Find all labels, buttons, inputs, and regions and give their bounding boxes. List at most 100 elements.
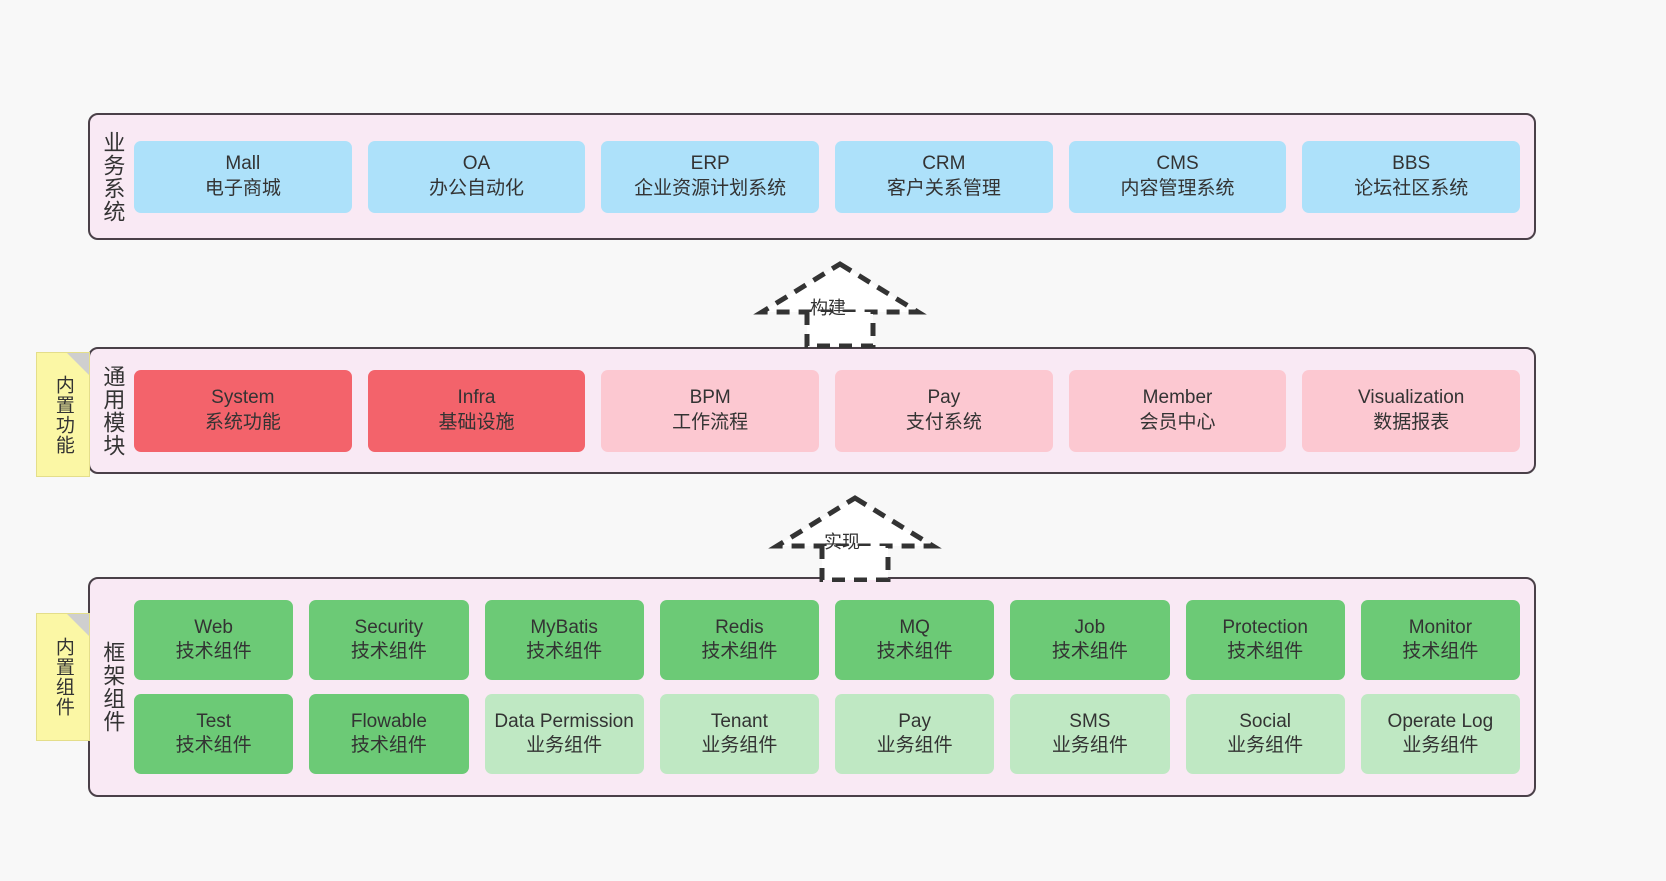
card-title: BPM bbox=[689, 387, 731, 409]
card-subtitle: 会员中心 bbox=[1139, 411, 1216, 433]
card-pay-component[interactable]: Pay 业务组件 bbox=[835, 694, 995, 774]
card-subtitle: 工作流程 bbox=[672, 411, 749, 433]
card-oa[interactable]: OA 办公自动化 bbox=[367, 140, 586, 213]
sticky-note-builtin-functions: 内置功能 bbox=[36, 352, 90, 477]
card-pay-module[interactable]: Pay 支付系统 bbox=[835, 369, 1053, 452]
card-subtitle: 技术组件 bbox=[876, 641, 953, 662]
page-fold-icon bbox=[67, 353, 89, 375]
layer-common-modules: 通用模块 System 系统功能 Infra 基础设施 BPM 工作流程 Pay… bbox=[88, 347, 1536, 474]
card-data-permission[interactable]: Data Permission 业务组件 bbox=[484, 694, 644, 774]
card-job[interactable]: Job 技术组件 bbox=[1010, 600, 1170, 680]
card-subtitle: 技术组件 bbox=[350, 735, 427, 756]
page-fold-icon bbox=[67, 614, 89, 636]
sticky-note-text: 内置组件 bbox=[52, 637, 74, 717]
card-subtitle: 业务组件 bbox=[1402, 735, 1479, 756]
card-bpm[interactable]: BPM 工作流程 bbox=[601, 369, 820, 452]
card-flowable[interactable]: Flowable 技术组件 bbox=[309, 694, 469, 774]
layer-body-business: Mall 电子商城 OA 办公自动化 ERP 企业资源计划系统 CRM 客户关系… bbox=[134, 115, 1534, 238]
card-title: OA bbox=[462, 153, 491, 175]
card-subtitle: 支付系统 bbox=[905, 411, 982, 433]
card-title: Protection bbox=[1222, 616, 1308, 638]
card-title: BBS bbox=[1392, 153, 1431, 175]
card-security[interactable]: Security 技术组件 bbox=[309, 600, 469, 680]
card-title: System bbox=[211, 387, 275, 409]
card-mall[interactable]: Mall 电子商城 bbox=[134, 140, 352, 213]
card-subtitle: 内容管理系统 bbox=[1120, 177, 1235, 199]
card-row: System 系统功能 Infra 基础设施 BPM 工作流程 Pay 支付系统… bbox=[134, 369, 1521, 452]
layer-body-framework: Web 技术组件 Security 技术组件 MyBatis 技术组件 Redi… bbox=[134, 579, 1534, 795]
card-redis[interactable]: Redis 技术组件 bbox=[659, 600, 819, 680]
card-test[interactable]: Test 技术组件 bbox=[134, 694, 294, 774]
card-infra[interactable]: Infra 基础设施 bbox=[367, 369, 586, 452]
card-erp[interactable]: ERP 企业资源计划系统 bbox=[601, 140, 820, 213]
card-title: Pay bbox=[898, 710, 931, 732]
connector-label-implement: 实现 bbox=[824, 532, 860, 552]
connector-implement-arrow bbox=[768, 495, 942, 582]
card-title: Job bbox=[1074, 616, 1106, 638]
card-subtitle: 业务组件 bbox=[876, 735, 953, 756]
card-subtitle: 基础设施 bbox=[438, 411, 515, 433]
card-subtitle: 办公自动化 bbox=[429, 177, 525, 199]
card-tenant[interactable]: Tenant 业务组件 bbox=[659, 694, 819, 774]
card-protection[interactable]: Protection 技术组件 bbox=[1185, 600, 1345, 680]
card-subtitle: 电子商城 bbox=[204, 177, 281, 199]
card-sms[interactable]: SMS 业务组件 bbox=[1010, 694, 1170, 774]
card-member[interactable]: Member 会员中心 bbox=[1068, 369, 1287, 452]
card-title: Infra bbox=[457, 387, 496, 409]
card-subtitle: 企业资源计划系统 bbox=[634, 177, 787, 199]
card-title: Operate Log bbox=[1387, 710, 1494, 732]
connector-build-arrow bbox=[753, 261, 927, 348]
card-bbs[interactable]: BBS 论坛社区系统 bbox=[1302, 140, 1521, 213]
arrowhead-triangle bbox=[753, 261, 927, 315]
card-subtitle: 技术组件 bbox=[1227, 641, 1304, 662]
layer-body-common: System 系统功能 Infra 基础设施 BPM 工作流程 Pay 支付系统… bbox=[134, 349, 1534, 472]
card-title: CMS bbox=[1156, 153, 1199, 175]
card-title: CRM bbox=[922, 153, 966, 175]
card-social[interactable]: Social 业务组件 bbox=[1185, 694, 1345, 774]
card-subtitle: 技术组件 bbox=[1051, 641, 1128, 662]
card-title: Mall bbox=[225, 153, 261, 175]
arrow-stem bbox=[804, 312, 876, 348]
card-title: Social bbox=[1239, 710, 1291, 732]
card-subtitle: 技术组件 bbox=[350, 641, 427, 662]
card-title: Member bbox=[1142, 387, 1213, 409]
card-subtitle: 客户关系管理 bbox=[886, 177, 1001, 199]
card-visualization[interactable]: Visualization 数据报表 bbox=[1302, 369, 1521, 452]
card-operate-log[interactable]: Operate Log 业务组件 bbox=[1360, 694, 1520, 774]
card-subtitle: 业务组件 bbox=[1227, 735, 1304, 756]
layer-label-common: 通用模块 bbox=[100, 364, 126, 457]
card-subtitle: 技术组件 bbox=[175, 641, 252, 662]
card-crm[interactable]: CRM 客户关系管理 bbox=[835, 140, 1053, 213]
card-system[interactable]: System 系统功能 bbox=[134, 369, 352, 452]
layer-label-framework: 框架组件 bbox=[100, 641, 126, 733]
card-title: Visualization bbox=[1358, 387, 1465, 409]
card-title: Monitor bbox=[1408, 616, 1473, 638]
card-title: Security bbox=[354, 616, 424, 638]
arrowhead-triangle bbox=[768, 495, 942, 549]
sticky-note-builtin-components: 内置组件 bbox=[36, 613, 90, 741]
layer-business-systems: 业务系统 Mall 电子商城 OA 办公自动化 ERP 企业资源计划系统 CRM… bbox=[88, 113, 1536, 240]
card-mq[interactable]: MQ 技术组件 bbox=[835, 600, 995, 680]
card-title: ERP bbox=[690, 153, 730, 175]
card-row-technical: Web 技术组件 Security 技术组件 MyBatis 技术组件 Redi… bbox=[134, 600, 1520, 680]
card-title: Tenant bbox=[710, 710, 768, 732]
card-monitor[interactable]: Monitor 技术组件 bbox=[1360, 600, 1520, 680]
card-subtitle: 技术组件 bbox=[1402, 641, 1479, 662]
arrow-stem bbox=[819, 546, 891, 582]
card-title: Data Permission bbox=[494, 710, 634, 732]
card-subtitle: 技术组件 bbox=[175, 735, 252, 756]
card-title: MyBatis bbox=[530, 616, 598, 638]
card-title: SMS bbox=[1069, 710, 1111, 732]
card-web[interactable]: Web 技术组件 bbox=[134, 600, 294, 680]
layer-label-business: 业务系统 bbox=[100, 130, 126, 223]
card-mybatis[interactable]: MyBatis 技术组件 bbox=[484, 600, 644, 680]
card-subtitle: 业务组件 bbox=[1051, 735, 1128, 756]
card-title: Flowable bbox=[350, 710, 427, 732]
card-subtitle: 技术组件 bbox=[701, 641, 778, 662]
card-title: Test bbox=[196, 710, 232, 732]
card-cms[interactable]: CMS 内容管理系统 bbox=[1068, 140, 1287, 213]
card-title: Web bbox=[194, 616, 233, 638]
card-subtitle: 业务组件 bbox=[526, 735, 603, 756]
connector-label-build: 构建 bbox=[810, 298, 846, 318]
